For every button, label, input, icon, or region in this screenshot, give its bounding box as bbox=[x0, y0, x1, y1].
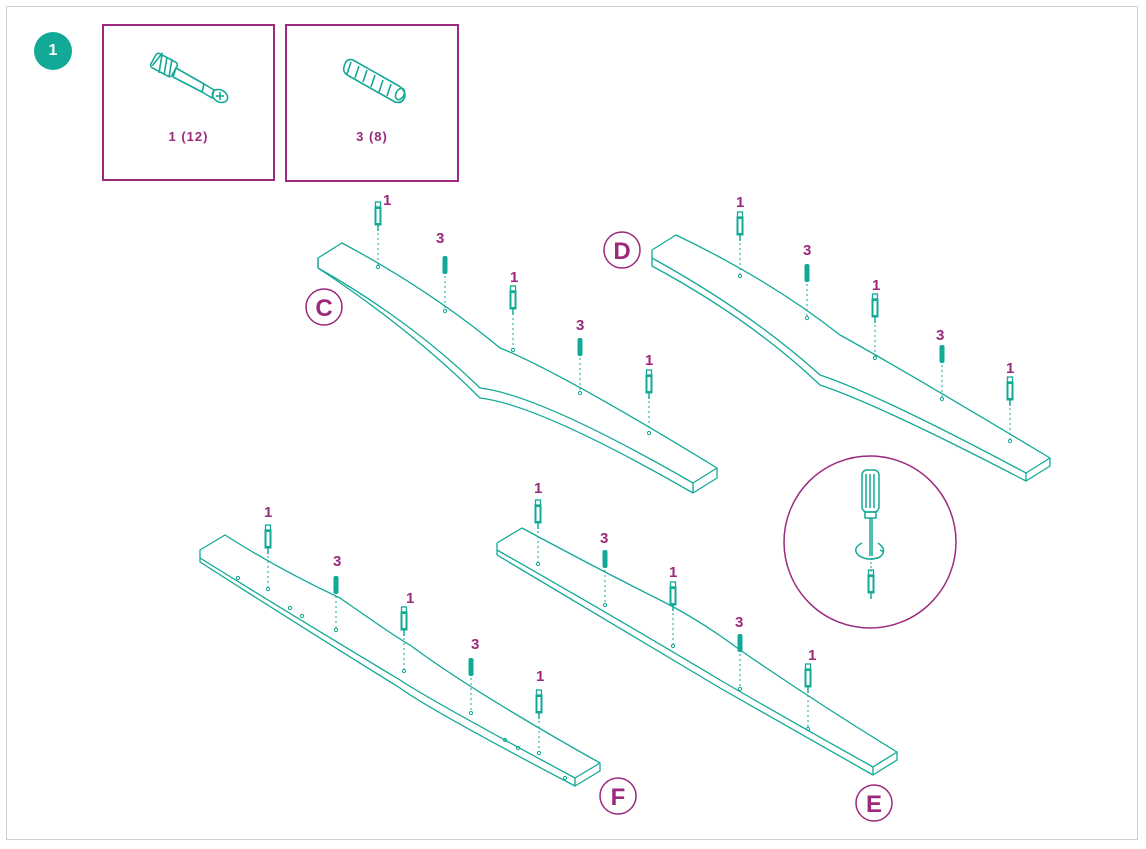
rail-e bbox=[496, 527, 898, 776]
callout-d-2: 3 bbox=[803, 242, 811, 259]
rail-letter-f: F bbox=[611, 784, 626, 811]
fasteners bbox=[267, 228, 1011, 752]
callout-e-5: 1 bbox=[808, 647, 816, 664]
rail-d bbox=[651, 234, 1051, 482]
callout-e-4: 3 bbox=[735, 614, 743, 631]
callout-c-1: 1 bbox=[383, 192, 391, 209]
callout-numbers: 1 3 1 3 1 1 3 1 3 1 1 3 1 3 1 1 3 1 3 1 bbox=[264, 192, 1014, 685]
part-label-cam-bolt: 1 (12) bbox=[168, 129, 209, 144]
callout-f-5: 1 bbox=[536, 668, 544, 685]
callout-c-5: 1 bbox=[645, 352, 653, 369]
rail-holes bbox=[235, 264, 1013, 781]
callout-d-3: 1 bbox=[872, 277, 880, 294]
callout-e-3: 1 bbox=[669, 564, 677, 581]
cam-bolt-icon bbox=[149, 52, 229, 104]
fastener-parts bbox=[264, 201, 1014, 720]
callout-f-3: 1 bbox=[406, 590, 414, 607]
callout-d-5: 1 bbox=[1006, 360, 1014, 377]
callout-c-4: 3 bbox=[576, 317, 584, 334]
rail-letter-e: E bbox=[866, 791, 882, 818]
part-box-cam-bolt: 1 (12) bbox=[102, 24, 275, 181]
wooden-dowel-icon bbox=[342, 58, 406, 104]
rail-f bbox=[199, 534, 601, 787]
step-number-badge: 1 bbox=[34, 32, 72, 70]
callout-d-4: 3 bbox=[936, 327, 944, 344]
rail-letter-c: C bbox=[315, 295, 332, 322]
callout-c-2: 3 bbox=[436, 230, 444, 247]
callout-f-1: 1 bbox=[264, 504, 272, 521]
callout-f-2: 3 bbox=[333, 553, 341, 570]
rail-c bbox=[317, 242, 718, 494]
part-label-dowel: 3 (8) bbox=[356, 129, 388, 144]
rail-letter-d: D bbox=[613, 238, 630, 265]
callout-f-4: 3 bbox=[471, 636, 479, 653]
callout-e-2: 3 bbox=[600, 530, 608, 547]
rail-letter-circles bbox=[305, 231, 893, 822]
rail-letters: C D F E bbox=[315, 238, 882, 818]
instruction-frame bbox=[6, 6, 1138, 840]
callout-d-1: 1 bbox=[736, 194, 744, 211]
part-box-dowel: 3 (8) bbox=[285, 24, 459, 182]
callout-e-1: 1 bbox=[534, 480, 542, 497]
callout-c-3: 1 bbox=[510, 269, 518, 286]
screwdriver-icon bbox=[783, 455, 957, 629]
